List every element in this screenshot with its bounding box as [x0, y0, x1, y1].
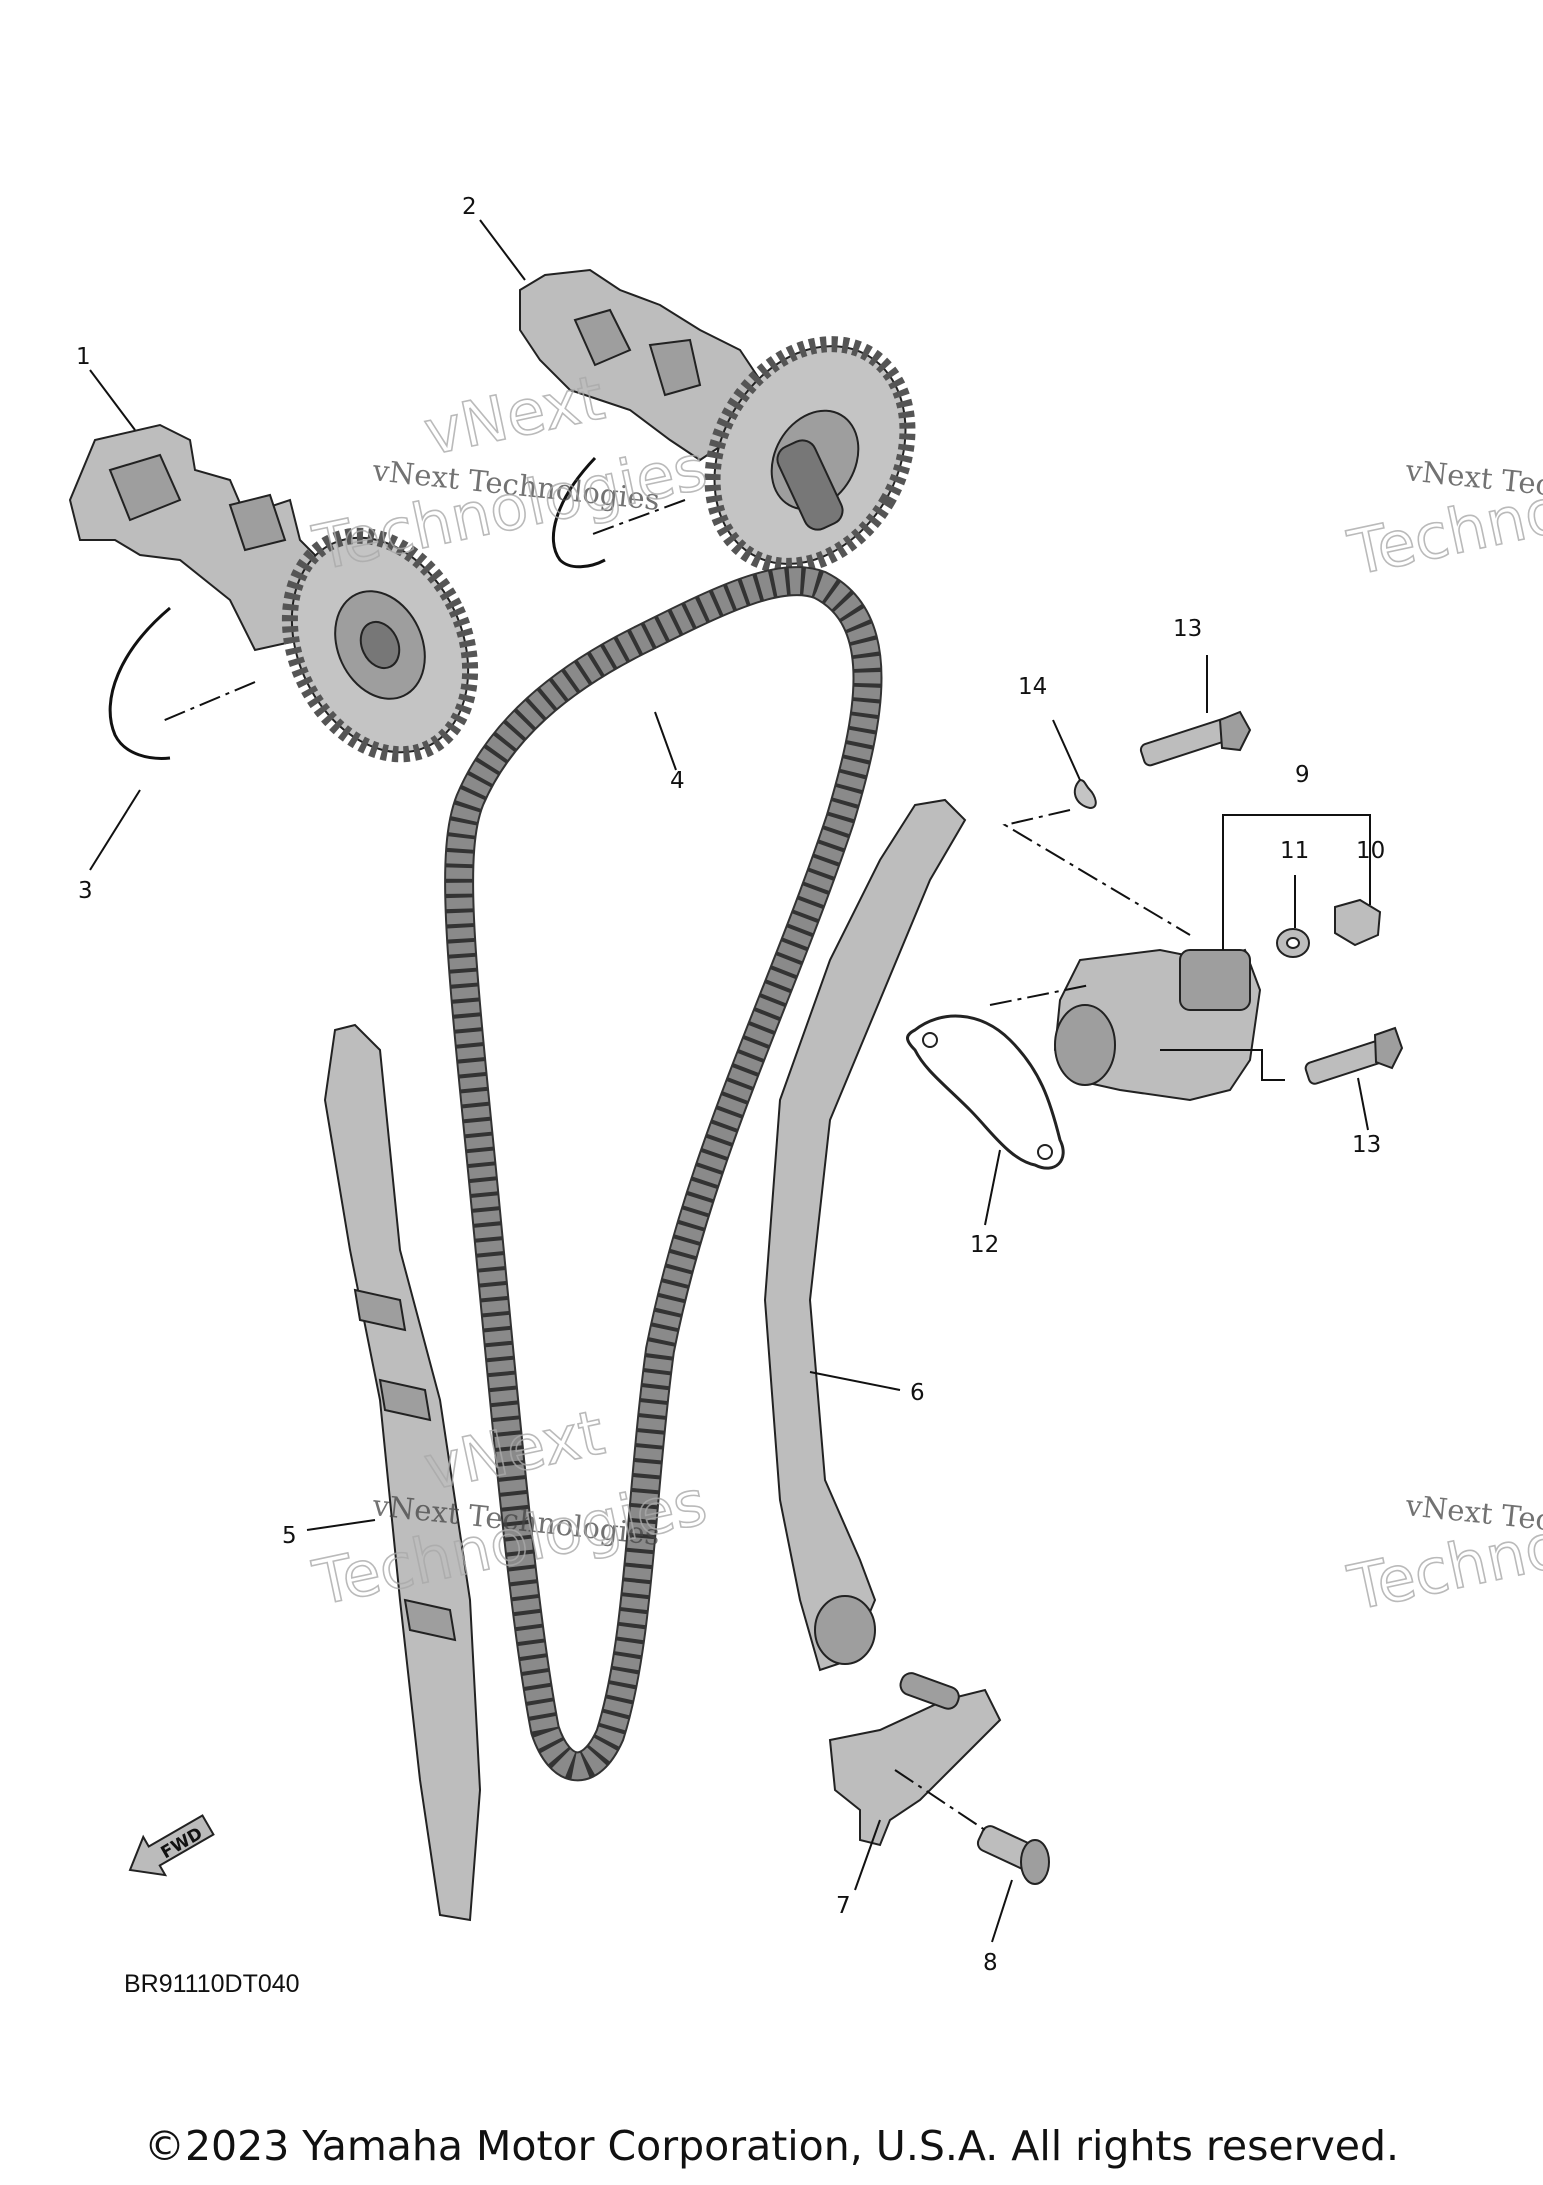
timing-chain-4[interactable] — [444, 566, 883, 1782]
tensioner-guide-6[interactable] — [763, 798, 967, 1672]
tensioner-assembly-9[interactable] — [1053, 948, 1262, 1102]
callout-6[interactable]: 6 — [910, 1380, 925, 1406]
bolt-8[interactable] — [975, 1824, 1050, 1885]
gasket-12[interactable] — [906, 1014, 1065, 1170]
bolt-13-lower[interactable] — [1304, 1026, 1404, 1085]
callout-14[interactable]: 14 — [1018, 674, 1047, 700]
cam-sprocket-1[interactable] — [256, 506, 505, 784]
nut-10[interactable] — [1334, 898, 1382, 947]
callout-5[interactable]: 5 — [282, 1523, 297, 1549]
copyright-notice: ©2023 Yamaha Motor Corporation, U.S.A. A… — [143, 2122, 1400, 2170]
callout-10[interactable]: 10 — [1356, 838, 1385, 864]
camshaft-1[interactable] — [68, 423, 322, 652]
washer-14[interactable] — [1073, 778, 1097, 810]
svg-text:vNext: vNext — [418, 361, 610, 470]
bolt-13-upper[interactable] — [1139, 710, 1252, 767]
callout-1[interactable]: 1 — [76, 344, 91, 370]
cam-sprocket-2[interactable] — [674, 309, 947, 602]
callout-7[interactable]: 7 — [836, 1893, 851, 1919]
svg-text:Technologies: Technologies — [307, 430, 713, 584]
callout-13-upper[interactable]: 13 — [1173, 616, 1202, 642]
callout-3[interactable]: 3 — [78, 878, 93, 904]
watermark-bottom-right: vNext Tec Techno — [1341, 1488, 1543, 1626]
callout-8[interactable]: 8 — [983, 1950, 998, 1976]
fwd-arrow-icon: FWD — [128, 1814, 215, 1877]
clip-3[interactable] — [108, 606, 171, 760]
watermark-top-right: vNext Tec Techno — [1341, 453, 1543, 591]
guide-stopper-7[interactable] — [828, 1670, 1002, 1847]
chain-guide-5[interactable] — [323, 1023, 482, 1922]
camshaft-2[interactable] — [519, 268, 762, 462]
washer-11[interactable] — [1276, 928, 1310, 958]
callout-9[interactable]: 9 — [1295, 762, 1310, 788]
diagram-code: BR91110DT040 — [124, 1970, 300, 1998]
callout-13-lower[interactable]: 13 — [1352, 1132, 1381, 1158]
callout-11[interactable]: 11 — [1280, 838, 1309, 864]
callout-2[interactable]: 2 — [462, 194, 477, 220]
callout-4[interactable]: 4 — [670, 768, 685, 794]
callout-12[interactable]: 12 — [970, 1232, 999, 1258]
clip-3b[interactable] — [552, 456, 606, 569]
